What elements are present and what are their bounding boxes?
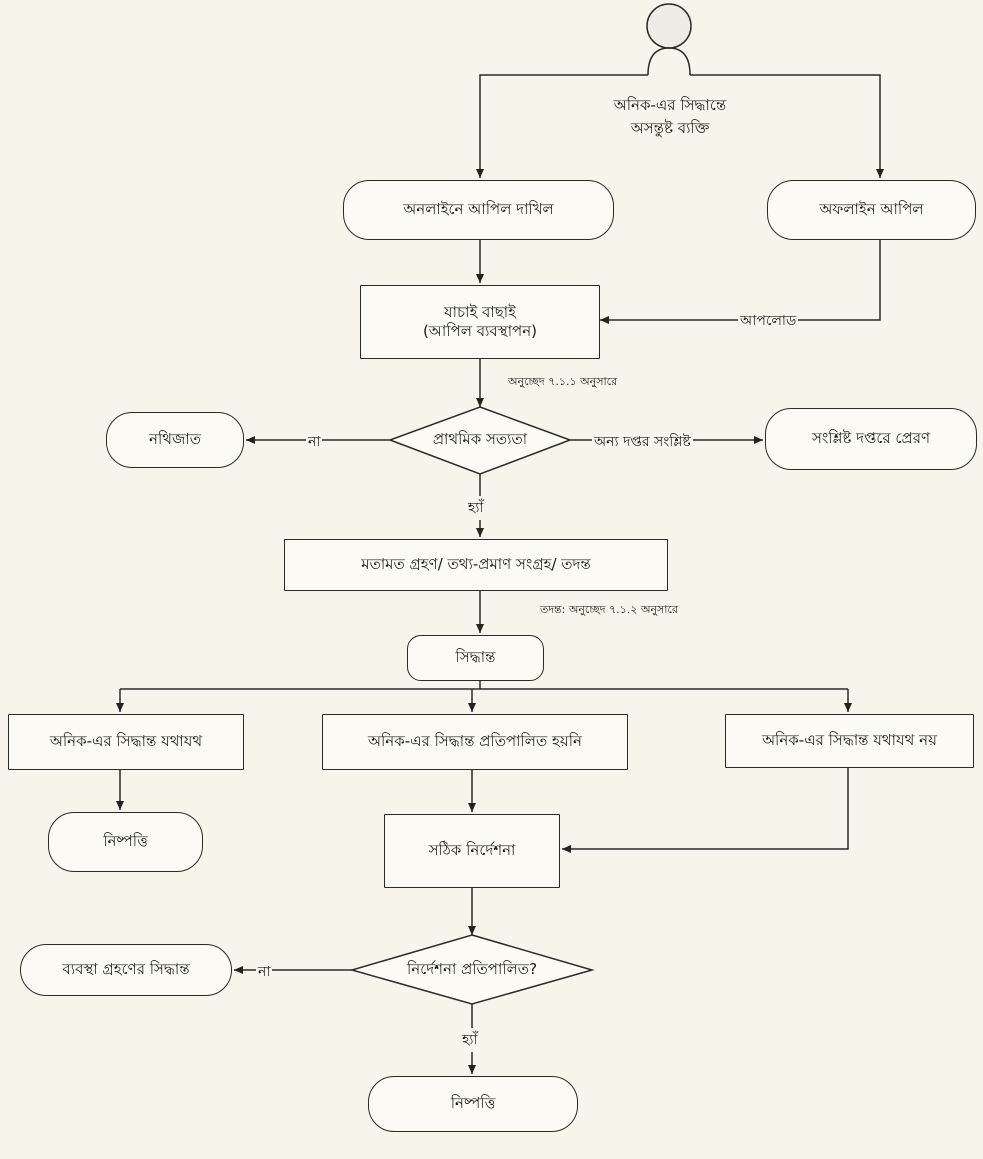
primary-check-label: প্রাথমিক সত্যতা <box>432 430 528 449</box>
note-para-712: তদন্ত: অনুচ্ছেদ ৭.১.২ অনুসারে <box>540 603 678 616</box>
verify-line2: (আপিল ব্যবস্থাপন) <box>422 322 538 340</box>
person-body-icon <box>647 47 691 76</box>
correct-direction-node: সঠিক নির্দেশনা <box>384 814 560 888</box>
resolved-node-2: নিষ্পত্তি <box>368 1076 578 1132</box>
actor-label: অনিক-এর সিদ্ধান্তে অসন্তুষ্ট ব্যক্তি <box>590 94 750 139</box>
note-para-711: অনুচ্ছেদ ৭.১.১ অনুসারে <box>508 375 618 388</box>
yes-label-1: হ্যাঁ <box>466 496 486 520</box>
outcome-correct-node: অনিক-এর সিদ্ধান্ত যথাযথ <box>8 714 244 770</box>
other-office-label: অন্য দপ্তর সংশ্লিষ্ট <box>592 430 693 454</box>
verify-line1: যাচাই বাছাই <box>444 302 516 321</box>
outcome-incorrect-node: অনিক-এর সিদ্ধান্ত যথাযথ নয় <box>725 714 974 768</box>
rejected-node: নথিজাত <box>106 412 244 468</box>
online-appeal-node: অনলাইনে আপিল দাখিল <box>343 180 614 240</box>
outcome-not-followed-node: অনিক-এর সিদ্ধান্ত প্রতিপালিত হয়নি <box>322 714 628 770</box>
verify-node: যাচাই বাছাই (আপিল ব্যবস্থাপন) <box>360 285 600 359</box>
primary-check-diamond <box>387 406 573 475</box>
send-to-office-node: সংশ্লিষ্ট দপ্তরে প্রেরণ <box>765 408 977 470</box>
actor-line1: অনিক-এর সিদ্ধান্তে <box>613 96 727 114</box>
person-head-icon <box>646 3 692 49</box>
direction-followed-label: নির্দেশনা প্রতিপালিত? <box>406 960 538 979</box>
upload-label: আপলোড <box>738 309 799 333</box>
direction-followed-label-box: নির্দেশনা প্রতিপালিত? <box>377 955 567 985</box>
investigate-node: মতামত গ্রহণ/ তথ্য-প্রমাণ সংগ্রহ/ তদন্ত <box>284 539 668 591</box>
no-label-2: না <box>256 960 273 984</box>
offline-appeal-node: অফলাইন আপিল <box>767 180 976 240</box>
actor-line2: অসন্তুষ্ট ব্যক্তি <box>630 118 710 137</box>
resolved-node-1: নিষ্পত্তি <box>48 812 203 872</box>
primary-check-label-box: প্রাথমিক সত্যতা <box>405 425 555 455</box>
no-label-1: না <box>306 430 323 454</box>
action-decision-node: ব্যবস্থা গ্রহণের সিদ্ধান্ত <box>20 944 232 996</box>
decision-node: সিদ্ধান্ত <box>407 635 544 681</box>
direction-followed-diamond <box>349 934 595 1005</box>
yes-label-2: হ্যাঁ <box>460 1028 480 1052</box>
